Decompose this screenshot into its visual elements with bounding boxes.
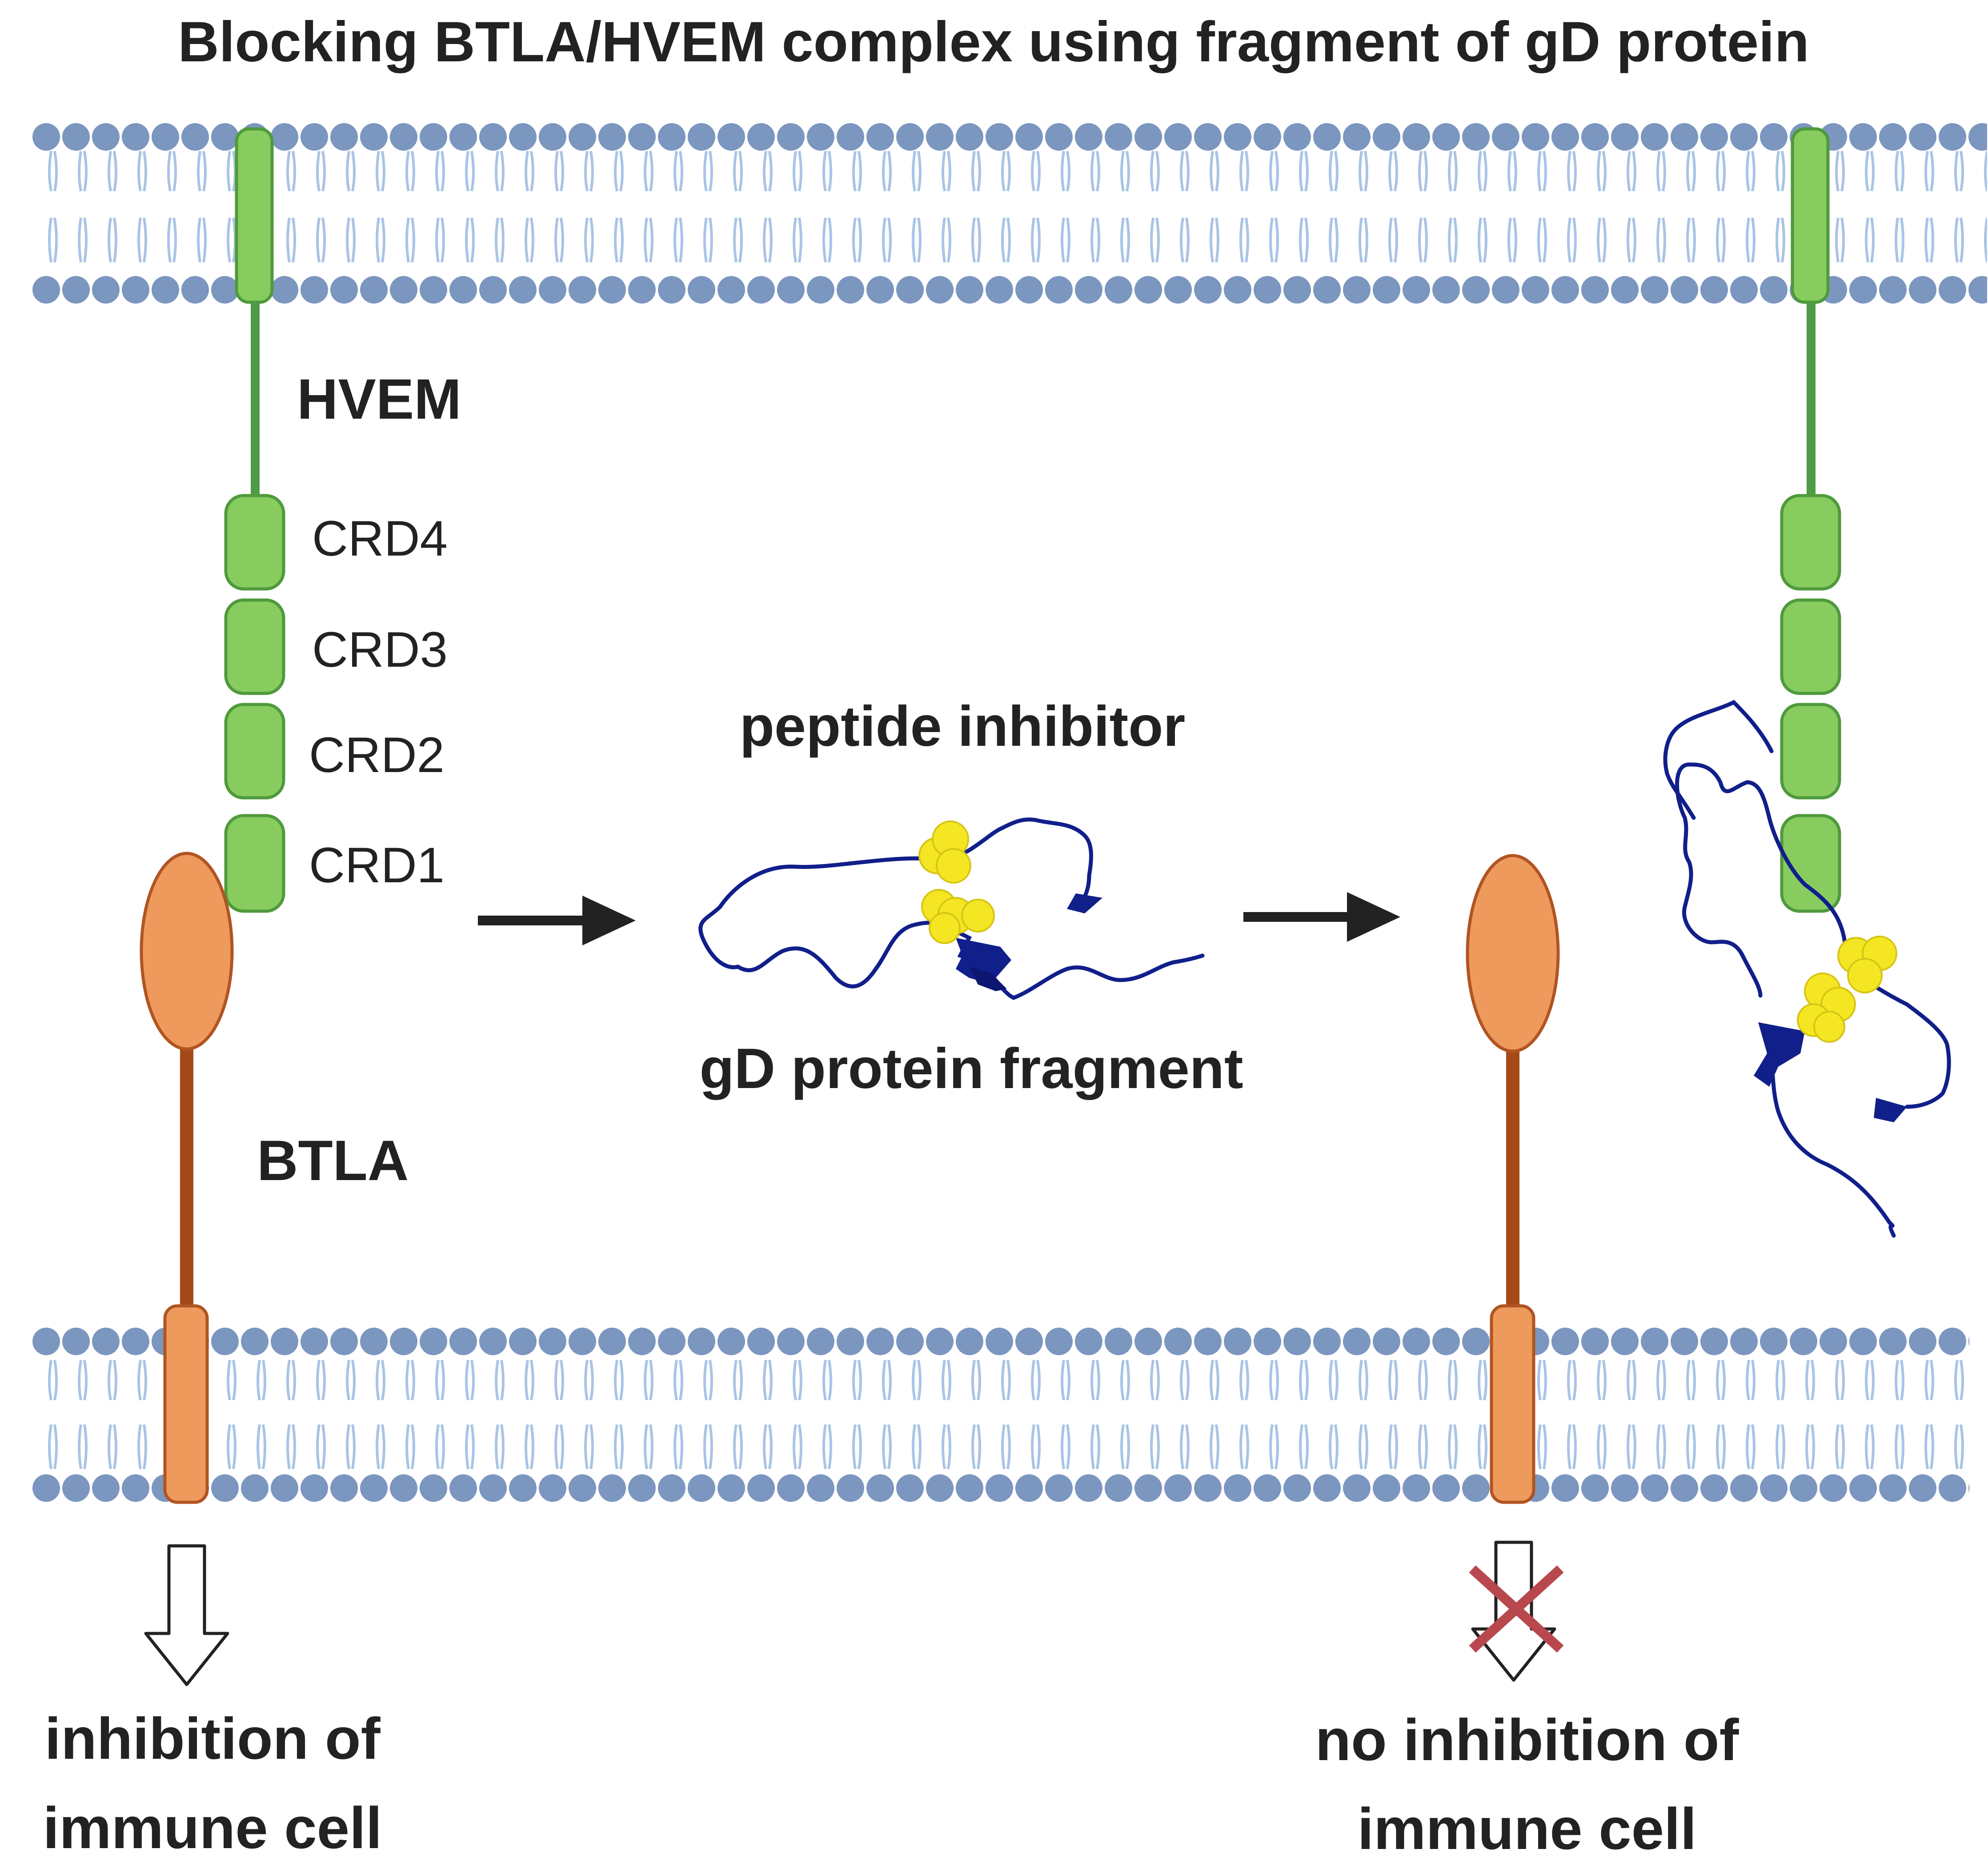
crd2-label: CRD2 (309, 727, 445, 783)
outcome-left-line2: immune cell (43, 1795, 382, 1861)
crd3-label: CRD3 (312, 622, 448, 677)
btla-receptor-left (140, 852, 234, 1504)
hvem-receptor-left (224, 127, 285, 913)
crd4-label: CRD4 (312, 511, 448, 566)
btla-label: BTLA (257, 1129, 409, 1193)
cross-icon (1469, 1565, 1564, 1653)
gd-fragment-label: gD protein fragment (699, 1037, 1243, 1101)
diagram-title: Blocking BTLA/HVEM complex using fragmen… (178, 10, 1809, 74)
outcome-right-line2: immune cell (1358, 1796, 1697, 1861)
hvem-receptor-right (1780, 127, 1841, 913)
btla-receptor-right (1466, 854, 1560, 1504)
crd1-label: CRD1 (309, 837, 445, 893)
top-membrane (31, 120, 1987, 307)
arrow-right-2 (1243, 892, 1400, 942)
bottom-membrane (31, 1325, 1969, 1507)
bound-gd-peptide-structure (1663, 700, 1951, 1238)
gd-peptide-structure (698, 817, 1205, 1000)
arrow-right-1 (478, 896, 636, 945)
hvem-label: HVEM (297, 368, 461, 431)
down-arrow-left (144, 1544, 229, 1686)
peptide-inhibitor-label: peptide inhibitor (740, 695, 1186, 758)
outcome-left-line1: inhibition of (44, 1706, 381, 1771)
outcome-right-line1: no inhibition of (1315, 1707, 1739, 1773)
